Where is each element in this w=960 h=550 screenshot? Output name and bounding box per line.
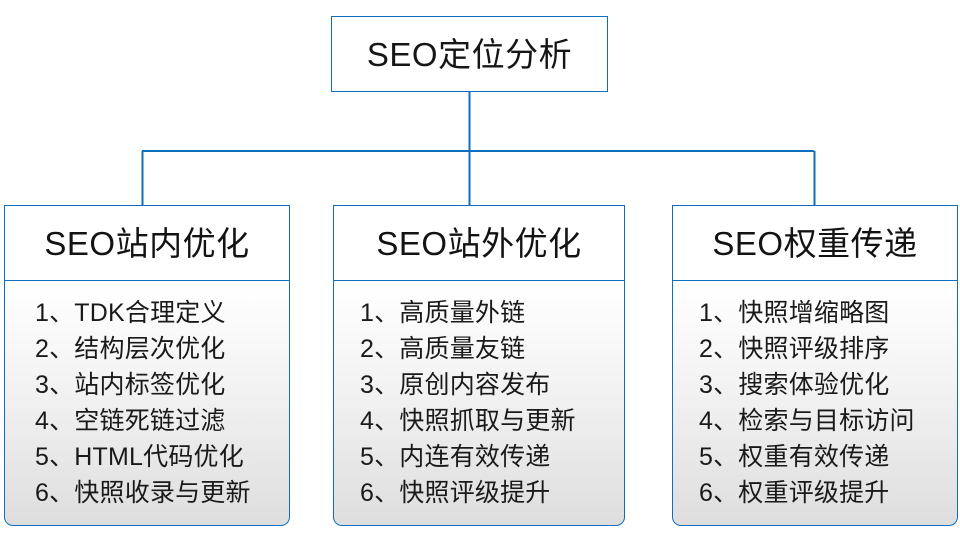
- branch-title-2: SEO站外优化: [376, 224, 582, 262]
- list-item: 4、快照抓取与更新: [360, 407, 576, 435]
- branch-title-1: SEO站内优化: [44, 224, 250, 262]
- list-item: 1、TDK合理定义: [35, 299, 226, 327]
- list-item: 5、HTML代码优化: [35, 443, 244, 471]
- list-item: 6、快照收录与更新: [35, 479, 251, 507]
- list-item: 3、原创内容发布: [360, 371, 551, 399]
- list-item: 2、高质量友链: [360, 335, 526, 363]
- list-item: 4、检索与目标访问: [699, 407, 915, 435]
- list-item: 5、权重有效传递: [699, 443, 890, 471]
- list-item: 1、快照增缩略图: [699, 299, 890, 327]
- list-item: 3、站内标签优化: [35, 371, 226, 399]
- branch-column-2: SEO站外优化 1、高质量外链 2、高质量友链 3、原创内容发布 4、快照抓取与…: [333, 205, 625, 526]
- list-item: 2、结构层次优化: [35, 335, 226, 363]
- root-node[interactable]: SEO定位分析: [331, 16, 608, 92]
- list-item: 6、权重评级提升: [699, 479, 890, 507]
- branch-column-1: SEO站内优化 1、TDK合理定义 2、结构层次优化 3、站内标签优化 4、空链…: [4, 205, 290, 526]
- list-item: 2、快照评级排序: [699, 335, 890, 363]
- branch-column-3: SEO权重传递 1、快照增缩略图 2、快照评级排序 3、搜索体验优化 4、检索与…: [672, 205, 958, 526]
- branch-list-1: 1、TDK合理定义 2、结构层次优化 3、站内标签优化 4、空链死链过滤 5、H…: [4, 281, 290, 526]
- branch-header-1[interactable]: SEO站内优化: [4, 205, 290, 281]
- branch-header-2[interactable]: SEO站外优化: [333, 205, 625, 281]
- list-item: 1、高质量外链: [360, 299, 526, 327]
- list-item: 6、快照评级提升: [360, 479, 551, 507]
- list-item: 5、内连有效传递: [360, 443, 551, 471]
- branch-header-3[interactable]: SEO权重传递: [672, 205, 958, 281]
- branch-list-3: 1、快照增缩略图 2、快照评级排序 3、搜索体验优化 4、检索与目标访问 5、权…: [672, 281, 958, 526]
- root-node-label: SEO定位分析: [366, 35, 573, 73]
- branch-title-3: SEO权重传递: [712, 224, 918, 262]
- list-item: 3、搜索体验优化: [699, 371, 890, 399]
- branch-list-2: 1、高质量外链 2、高质量友链 3、原创内容发布 4、快照抓取与更新 5、内连有…: [333, 281, 625, 526]
- list-item: 4、空链死链过滤: [35, 407, 226, 435]
